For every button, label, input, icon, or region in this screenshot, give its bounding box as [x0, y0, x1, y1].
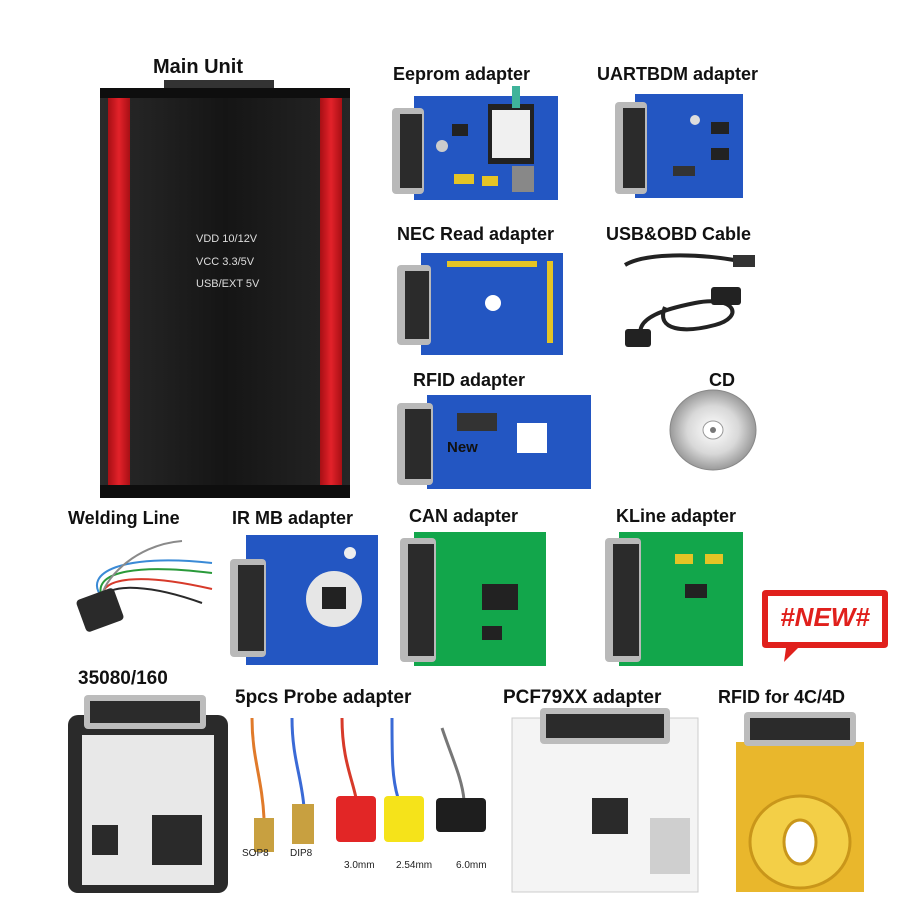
welding-line-label: Welding Line	[68, 508, 180, 528]
rfid-adapter-label: RFID adapter	[413, 370, 526, 390]
main-unit-image: VDD 10/12V VCC 3.3/5V USB/EXT 5V	[100, 80, 350, 500]
pcf79xx-adapter-label: PCF79XX adapter	[503, 687, 662, 708]
probe-size-3mm: 3.0mm	[344, 860, 375, 871]
main-unit-spec-1: VDD 10/12V	[196, 233, 258, 245]
kline-adapter-label: KLine adapter	[616, 506, 737, 526]
welding-line-image	[62, 533, 222, 635]
35080-adapter-label: 35080/160	[78, 668, 168, 689]
eeprom-adapter-label: Eeprom adapter	[393, 64, 531, 84]
probe-size-sop8: SOP8	[242, 848, 269, 859]
uartbdm-adapter-image	[615, 92, 745, 202]
can-adapter-label: CAN adapter	[409, 506, 519, 526]
cd-label: CD	[709, 370, 735, 390]
main-unit-spec-3: USB/EXT 5V	[196, 278, 260, 290]
nec-adapter-label: NEC Read adapter	[397, 224, 555, 244]
35080-adapter-image	[62, 695, 232, 895]
probe-size-dip8: DIP8	[290, 848, 313, 859]
uartbdm-adapter-label: UARTBDM adapter	[597, 64, 759, 84]
usb-obd-cable-label: USB&OBD Cable	[606, 224, 752, 244]
usb-obd-cable-image	[615, 247, 765, 352]
rfid-overlay-text: New	[447, 439, 478, 456]
main-unit-label: Main Unit	[153, 56, 243, 78]
probe-size-254mm: 2.54mm	[396, 860, 433, 871]
rfid-adapter-image: New	[397, 393, 593, 493]
probe-adapter-image: SOP8 DIP8 3.0mm 2.54mm 6.0mm	[232, 718, 500, 878]
pcf79xx-adapter-image	[510, 708, 700, 894]
nec-adapter-image	[397, 247, 565, 357]
rfid-4c4d-adapter-image	[730, 712, 870, 894]
main-unit-spec-2: VCC 3.3/5V	[196, 256, 255, 268]
kline-adapter-image	[605, 530, 745, 670]
new-badge: #NEW#	[758, 588, 892, 664]
cd-image	[668, 388, 758, 474]
new-badge-text: #NEW#	[780, 602, 870, 632]
probe-adapter-label: 5pcs Probe adapter	[235, 687, 412, 708]
probe-size-6mm: 6.0mm	[456, 860, 487, 871]
can-adapter-image	[400, 530, 548, 670]
ir-mb-adapter-image	[230, 533, 380, 668]
ir-mb-adapter-label: IR MB adapter	[232, 508, 354, 528]
eeprom-adapter-image	[392, 86, 560, 204]
rfid-4c4d-label: RFID for 4C/4D	[718, 687, 846, 707]
